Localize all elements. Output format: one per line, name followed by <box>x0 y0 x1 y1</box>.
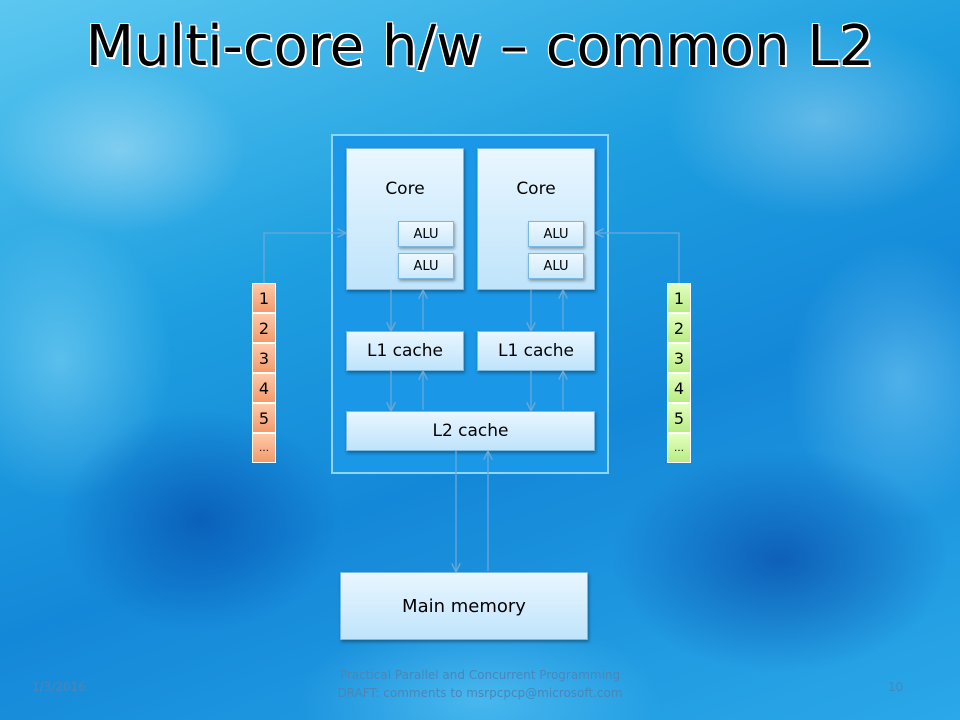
core-2-alu-1: ALU <box>528 221 584 247</box>
core-1-alu-2: ALU <box>398 253 454 279</box>
queue-item: 5 <box>667 403 691 433</box>
l1-cache-2: L1 cache <box>477 331 595 371</box>
core-2-label: Core <box>516 179 556 199</box>
left-task-queue: 1 2 3 4 5 … <box>252 283 276 463</box>
footer-line-2: DRAFT: comments to msrpcpcp@microsoft.co… <box>337 686 623 700</box>
right-queue-to-core2-arrow <box>596 233 680 283</box>
queue-item: … <box>252 433 276 463</box>
queue-item: 2 <box>252 313 276 343</box>
footer-page-number: 10 <box>888 680 904 694</box>
left-queue-to-core1-arrow <box>263 233 345 283</box>
footer-date: 1/3/2016 <box>32 680 86 694</box>
queue-item: … <box>667 433 691 463</box>
l2-cache: L2 cache <box>346 411 595 451</box>
main-memory: Main memory <box>340 572 588 640</box>
core-2-alu-2: ALU <box>528 253 584 279</box>
right-task-queue: 1 2 3 4 5 … <box>667 283 691 463</box>
core-1-alu-1: ALU <box>398 221 454 247</box>
footer-line-1: Practical Parallel and Concurrent Progra… <box>339 668 621 682</box>
queue-item: 4 <box>252 373 276 403</box>
queue-item: 1 <box>252 283 276 313</box>
core-1-label: Core <box>385 179 425 199</box>
queue-item: 3 <box>252 343 276 373</box>
queue-item: 2 <box>667 313 691 343</box>
queue-item: 4 <box>667 373 691 403</box>
l1-cache-1: L1 cache <box>346 331 464 371</box>
slide-title: Multi-core h/w – common L2 <box>85 14 875 79</box>
footer-text: Practical Parallel and Concurrent Progra… <box>280 666 680 702</box>
queue-item: 5 <box>252 403 276 433</box>
queue-item: 1 <box>667 283 691 313</box>
queue-item: 3 <box>667 343 691 373</box>
